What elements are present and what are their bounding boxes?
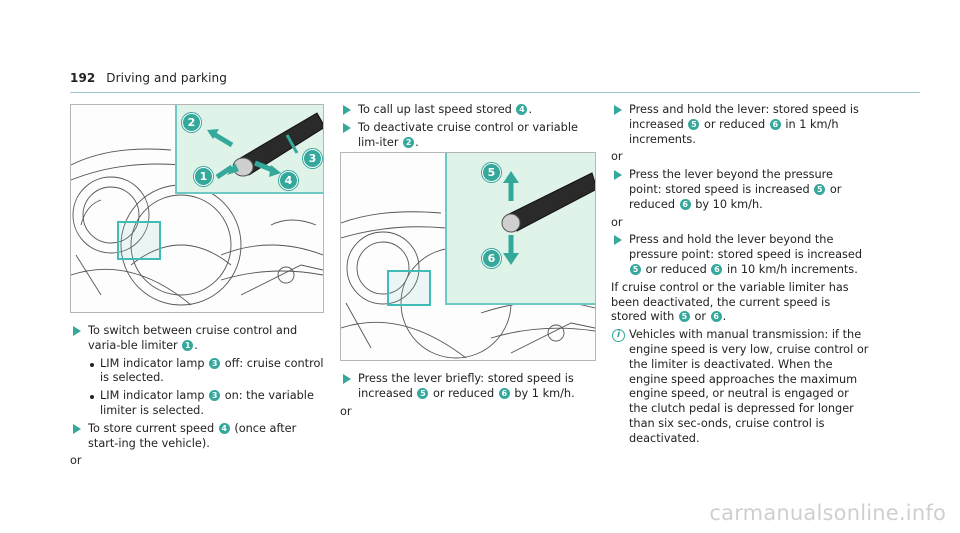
page-header: 192 Driving and parking [70, 71, 227, 85]
callout-ref: 2 [403, 136, 415, 148]
callout-ref: 1 [182, 339, 194, 351]
step-press-hold-beyond: Press and hold the lever beyond the pres… [611, 233, 869, 277]
step-arrow-icon [343, 122, 351, 133]
step-store-speed: To store current speed 4 (once after sta… [70, 422, 326, 452]
or-text: or [611, 215, 623, 229]
step-text: . [528, 103, 533, 116]
bullet-text: LIM indicator lamp [100, 356, 205, 370]
step-text: To call up last speed stored [358, 103, 512, 116]
callout-ref: 6 [711, 263, 723, 275]
watermark: carmanualsonline.info [709, 501, 946, 525]
step-text: or reduced [629, 182, 842, 211]
step-text: To switch between cruise control and var… [88, 324, 298, 352]
callout-4: 4 [279, 171, 298, 190]
step-arrow-icon [614, 170, 622, 181]
callout-ref: 4 [218, 422, 230, 434]
bullet-lim-on: LIM indicator lamp 3 on: the variable li… [70, 389, 326, 419]
or-text: or [611, 150, 623, 164]
callout-ref: 6 [769, 118, 781, 130]
bullet-lim-off: LIM indicator lamp 3 off: cruise control… [70, 357, 326, 387]
callout-ref: 4 [516, 104, 528, 115]
callout-ref: 5 [678, 311, 690, 323]
section-title: Driving and parking [106, 71, 227, 85]
step-text: in 10 km/h increments. [726, 262, 858, 276]
callout-ref: 5 [630, 263, 641, 275]
bullet-text: off: cruise control is selected. [100, 356, 324, 385]
callout-ref: 3 [209, 390, 221, 402]
manual-transmission-note: i Vehicles with manual transmission: if … [611, 328, 869, 446]
step-arrow-icon [614, 105, 622, 115]
column-3-text: Press and hold the lever: stored speed i… [611, 103, 869, 447]
lever-detail-inset: 2 3 1 4 [175, 105, 323, 194]
column-2-text-bottom: Press the lever briefly: stored speed is… [340, 372, 596, 422]
note-text: Vehicles with manual transmission: if th… [629, 328, 869, 445]
bullet-text: on: the variable limiter is selected. [100, 389, 314, 417]
callout-ref: 5 [814, 183, 826, 195]
callout-6: 6 [482, 249, 501, 268]
callout-1: 1 [194, 167, 213, 186]
step-arrow-icon [73, 423, 81, 434]
deactivated-paragraph: If cruise control or the variable limite… [611, 281, 869, 325]
step-text: Press and hold the lever: stored speed i… [629, 103, 859, 131]
callout-ref: 3 [209, 357, 221, 369]
paragraph-text: . [722, 310, 727, 324]
step-text: in 1 km/h increments. [629, 117, 839, 146]
step-press-beyond: Press the lever beyond the pressure poin… [611, 168, 869, 212]
step-text: . [415, 135, 419, 149]
step-arrow-icon [614, 235, 622, 246]
info-icon: i [612, 329, 625, 343]
lever-highlight-2 [387, 270, 431, 306]
callout-2: 2 [182, 113, 201, 132]
step-arrow-icon [343, 374, 351, 384]
step-text: by 1 km/h. [514, 386, 575, 400]
step-press-hold: Press and hold the lever: stored speed i… [611, 103, 869, 147]
callout-ref: 5 [688, 118, 700, 130]
page-number: 192 [70, 71, 96, 85]
column-2-text-top: To call up last speed stored 4. To deact… [340, 103, 596, 153]
callout-ref: 6 [710, 311, 722, 323]
step-text: . [194, 338, 198, 352]
step-text: by 10 km/h. [695, 197, 763, 211]
callout-3: 3 [303, 149, 322, 168]
step-text: To deactivate cruise control or variable… [358, 120, 578, 149]
step-text: or reduced [703, 117, 766, 131]
step-text: Press and hold the lever beyond the pres… [629, 233, 863, 262]
step-text: To store current speed [88, 421, 215, 435]
step-deactivate: To deactivate cruise control or variable… [340, 121, 596, 151]
callout-ref: 6 [498, 387, 510, 399]
paragraph-text: or [694, 310, 707, 324]
illustration-cruise-control-lever-2: 5 6 [340, 152, 596, 361]
lever-detail-inset-2: 5 6 [445, 153, 595, 305]
column-1-text: To switch between cruise control and var… [70, 324, 326, 472]
callout-5: 5 [482, 163, 501, 182]
step-switch-cruise-limiter: To switch between cruise control and var… [70, 324, 326, 354]
step-text: Press the lever beyond the pressure poin… [629, 168, 833, 196]
lever-detail-drawing [207, 112, 323, 180]
step-text: Press the lever briefly: stored speed is… [358, 372, 574, 400]
callout-ref: 6 [679, 198, 691, 210]
lever-detail-drawing-2 [501, 171, 595, 265]
header-divider [70, 92, 920, 93]
step-recall-speed: To call up last speed stored 4. [340, 103, 596, 118]
or-text: or [70, 454, 82, 468]
callout-ref: 5 [417, 387, 429, 399]
step-text: or reduced [432, 386, 495, 400]
or-text: or [340, 404, 352, 418]
lever-highlight [117, 221, 161, 260]
paragraph-text: If cruise control or the variable limite… [611, 280, 849, 324]
step-text: (once after start-ing the vehicle). [88, 421, 297, 450]
illustration-cruise-control-lever-1: 2 3 1 4 [70, 104, 324, 313]
step-arrow-icon [73, 326, 81, 336]
step-text: or reduced [645, 262, 707, 276]
bullet-text: LIM indicator lamp [100, 389, 205, 403]
step-press-briefly: Press the lever briefly: stored speed is… [340, 372, 596, 402]
step-arrow-icon [343, 105, 351, 115]
